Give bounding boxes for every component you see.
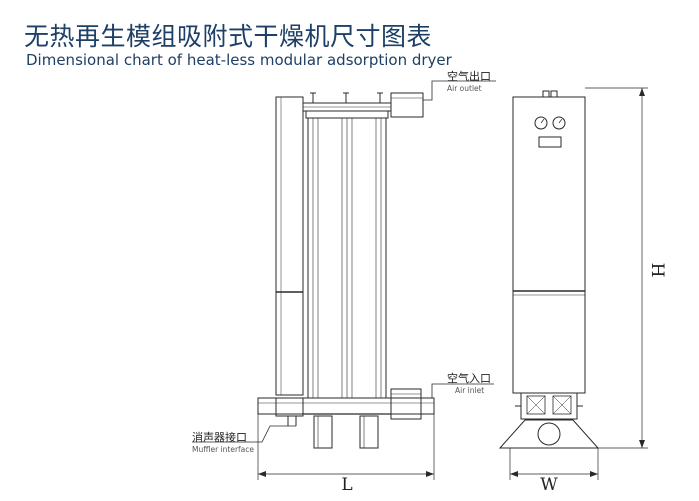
air-outlet-port bbox=[390, 92, 424, 118]
dimension-H bbox=[585, 87, 648, 449]
air-inlet-label-en: Air inlet bbox=[455, 386, 485, 395]
side-view bbox=[498, 90, 600, 449]
air-outlet-label-en: Air outlet bbox=[447, 84, 482, 93]
front-leg-left bbox=[313, 415, 333, 449]
air-outlet-label-cn: 空气出口 bbox=[447, 70, 491, 83]
dimension-W-label: W bbox=[540, 475, 558, 495]
title-chinese: 无热再生模组吸附式干燥机尺寸图表 bbox=[24, 22, 433, 51]
control-display bbox=[538, 136, 562, 148]
bottom-manifold bbox=[257, 397, 435, 415]
muffler-port bbox=[275, 397, 304, 417]
muffler-label-en: Muffler interface bbox=[192, 445, 255, 454]
pressure-gauge-left-icon bbox=[534, 116, 548, 130]
front-view bbox=[192, 80, 496, 449]
side-cabinet bbox=[512, 96, 586, 394]
front-left-panel bbox=[275, 96, 304, 396]
air-inlet-label-cn: 空气入口 bbox=[447, 372, 491, 385]
dimension-W bbox=[509, 448, 599, 480]
base-muffler-icon bbox=[537, 422, 561, 446]
muffler-label-cn: 消声器接口 bbox=[192, 431, 247, 444]
base-stand bbox=[498, 419, 600, 449]
pressure-gauge-right-icon bbox=[552, 116, 566, 130]
valve-block bbox=[520, 392, 578, 420]
dimension-L bbox=[257, 414, 435, 480]
front-leg-right bbox=[359, 415, 379, 449]
dimension-L-label: L bbox=[341, 475, 352, 495]
air-inlet-port bbox=[390, 388, 422, 420]
title-english: Dimensional chart of heat-less modular a… bbox=[26, 51, 452, 69]
dimension-H-label: H bbox=[647, 263, 667, 278]
